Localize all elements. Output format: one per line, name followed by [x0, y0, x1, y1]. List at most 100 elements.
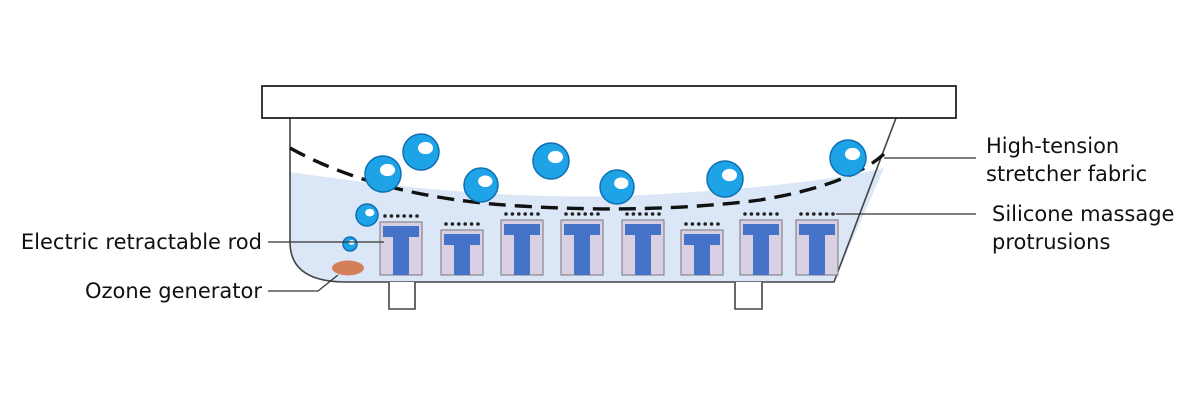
silicone-dot — [818, 212, 822, 216]
protrusion-stem — [514, 235, 530, 275]
tub-rim — [261, 85, 957, 119]
silicone-dot — [517, 212, 521, 216]
massage-unit — [379, 214, 423, 276]
protrusion-cap — [564, 224, 600, 235]
label-silicone-line2: protrusions — [992, 230, 1110, 254]
protrusion-cap — [743, 224, 779, 235]
protrusion-cap — [383, 226, 419, 237]
protrusion-cap — [504, 224, 540, 235]
silicone-dot — [596, 212, 600, 216]
silicone-dot — [583, 212, 587, 216]
silicone-dot — [570, 212, 575, 216]
label-silicone-line1: Silicone massage — [992, 202, 1174, 226]
silicone-dot — [805, 212, 810, 216]
silicone-dot — [529, 212, 534, 216]
silicone-dot — [564, 212, 568, 216]
massage-unit — [680, 222, 724, 276]
bubble-highlight — [365, 208, 375, 217]
silicone-dot — [383, 214, 387, 218]
leader-line-ozone — [268, 274, 339, 292]
silicone-dot — [625, 212, 629, 216]
silicone-dot — [709, 222, 714, 226]
protrusion-stem — [753, 235, 769, 275]
bubble-highlight — [417, 141, 434, 155]
protrusion-cap — [444, 234, 480, 245]
massage-unit — [621, 212, 665, 276]
bubble — [706, 160, 744, 198]
silicone-dot — [768, 212, 773, 216]
tub-body — [289, 117, 897, 283]
silicone-massage-protrusions — [379, 212, 839, 276]
silicone-dot — [690, 222, 695, 226]
silicone-dot — [756, 212, 760, 216]
protrusion-cap — [799, 224, 835, 235]
silicone-dot — [650, 212, 655, 216]
silicone-dot — [469, 222, 474, 226]
silicone-dot — [504, 212, 508, 216]
silicone-dot — [457, 222, 461, 226]
silicone-dot — [463, 222, 468, 226]
bubble — [829, 139, 867, 177]
bubble-highlight — [379, 163, 396, 177]
label-rod: Electric retractable rod — [21, 230, 262, 254]
water-bubbles — [342, 133, 867, 252]
silicone-dot — [389, 214, 394, 218]
bubble-highlight — [547, 150, 564, 164]
silicone-dot — [644, 212, 648, 216]
silicone-dot — [631, 212, 636, 216]
ozone-generator — [332, 260, 364, 276]
label-fabric-line2: stretcher fabric — [986, 162, 1147, 186]
protrusion-stem — [454, 245, 470, 275]
silicone-dot — [799, 212, 803, 216]
bubble — [599, 169, 635, 205]
silicone-dot — [402, 214, 407, 218]
label-fabric-line1: High-tension — [986, 134, 1119, 158]
bubble — [342, 236, 358, 252]
bubble — [364, 155, 402, 193]
massage-unit — [560, 212, 604, 276]
silicone-dot — [476, 222, 480, 226]
silicone-dot — [831, 212, 835, 216]
silicone-dot — [396, 214, 400, 218]
protrusion-stem — [635, 235, 651, 275]
silicone-dot — [703, 222, 707, 226]
silicone-dot — [523, 212, 527, 216]
silicone-dot — [638, 212, 642, 216]
silicone-dot — [775, 212, 779, 216]
massage-unit — [440, 222, 484, 276]
silicone-dot — [824, 212, 829, 216]
bubble-highlight — [614, 177, 629, 190]
protrusion-cap — [625, 224, 661, 235]
bubble — [532, 142, 570, 180]
silicone-dot — [716, 222, 720, 226]
silicone-dot — [536, 212, 540, 216]
silicone-dot — [697, 222, 701, 226]
massage-unit — [795, 212, 839, 276]
silicone-dot — [444, 222, 448, 226]
bubble-highlight — [844, 147, 861, 161]
silicone-dot — [749, 212, 754, 216]
bubble-highlight — [721, 168, 738, 182]
massage-unit — [739, 212, 783, 276]
bubble-highlight — [478, 175, 493, 188]
protrusion-stem — [809, 235, 825, 275]
label-ozone: Ozone generator — [85, 279, 262, 303]
silicone-dot — [762, 212, 766, 216]
protrusion-stem — [393, 237, 409, 275]
silicone-dot — [415, 214, 419, 218]
silicone-dot — [577, 212, 581, 216]
tub-leg-right — [734, 282, 763, 310]
bubble — [463, 167, 499, 203]
silicone-dot — [408, 214, 413, 218]
silicone-dot — [589, 212, 594, 216]
bubble — [355, 203, 379, 227]
protrusion-cap — [684, 234, 720, 245]
silicone-dot — [510, 212, 515, 216]
silicone-dot — [743, 212, 747, 216]
silicone-dot — [657, 212, 661, 216]
tub-leg-left — [388, 282, 416, 310]
silicone-dot — [450, 222, 455, 226]
silicone-dot — [684, 222, 688, 226]
protrusion-stem — [574, 235, 590, 275]
